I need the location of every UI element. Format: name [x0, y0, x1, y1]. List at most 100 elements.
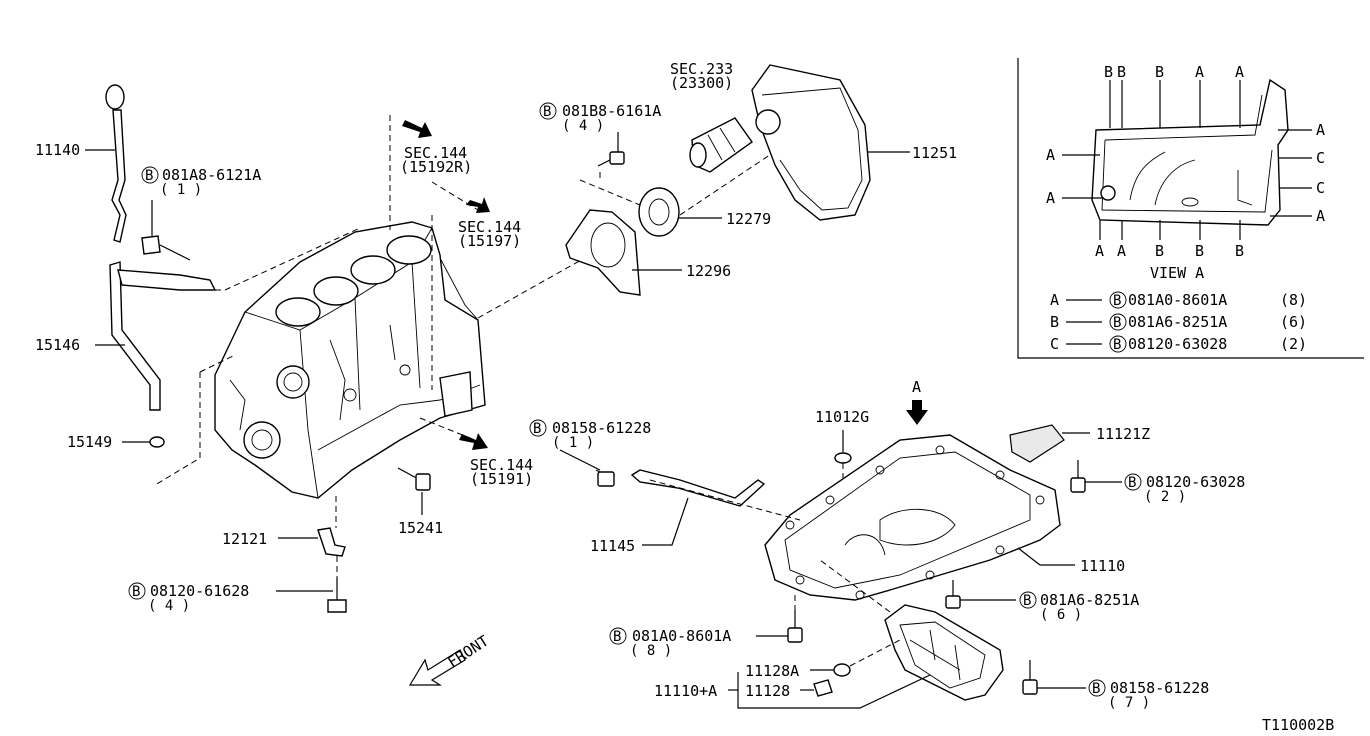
- bolt-08120-63028[interactable]: [1070, 460, 1086, 493]
- oil-gauge-guide-tube[interactable]: [109, 261, 217, 411]
- view-a-top-marker-3: B: [1155, 63, 1164, 81]
- callout-11145[interactable]: 11145: [590, 537, 635, 555]
- svg-text:081A6-8251A: 081A6-8251A: [1128, 313, 1227, 331]
- callout-15146[interactable]: 15146: [35, 336, 80, 354]
- drawing-id: T110002B: [1262, 716, 1334, 734]
- callout-11110a[interactable]: 11110+A: [654, 682, 717, 700]
- bolt-marker-icon: [1019, 591, 1037, 609]
- svg-text:B: B: [1113, 337, 1121, 353]
- bolt-marker-icon: [128, 582, 146, 600]
- callout-11012g[interactable]: 11012G: [815, 408, 869, 426]
- bolt-marker-icon: [529, 419, 547, 437]
- leader-11110: [1017, 547, 1041, 566]
- oil-strainer[interactable]: [1009, 424, 1065, 463]
- svg-text:B: B: [1050, 313, 1059, 331]
- ref-sec144-b: (15197): [458, 232, 521, 250]
- bolt-marker-letter: B: [132, 584, 140, 600]
- bolt-08120-61628[interactable]: [327, 578, 347, 613]
- callout-11110[interactable]: 11110: [1080, 557, 1125, 575]
- bolt-marker-letter: B: [543, 104, 551, 120]
- callout-sec144-c[interactable]: SEC.144: [470, 456, 533, 474]
- bolt-08158-61228-lower[interactable]: [1022, 660, 1038, 695]
- rear-plate[interactable]: [751, 64, 871, 221]
- view-a-right-marker-3: C: [1316, 179, 1325, 197]
- leader-11145: [642, 497, 689, 546]
- callout-12296[interactable]: 12296: [686, 262, 731, 280]
- callout-08158-61228-upper[interactable]: 08158-61228: [552, 419, 651, 437]
- svg-text:(8): (8): [1280, 291, 1307, 309]
- svg-text:A: A: [1050, 291, 1059, 309]
- bolt-08158-61228-upper[interactable]: [595, 469, 615, 487]
- bolt-15241[interactable]: [397, 467, 431, 491]
- washer-11012g[interactable]: [834, 452, 852, 464]
- bolt-081a8-6121a[interactable]: [141, 235, 191, 261]
- oil-gauge-rod-11145[interactable]: [630, 469, 766, 507]
- rear-guide-lines: [477, 127, 811, 319]
- qty-08120-61628: ( 4 ): [148, 598, 190, 614]
- bolt-marker-letter: B: [613, 629, 621, 645]
- bolt-081a0-8601a[interactable]: [787, 610, 803, 643]
- callout-15149[interactable]: 15149: [67, 433, 112, 451]
- sec144-arrow-1: [402, 120, 432, 138]
- leader-08158-upper: [559, 449, 601, 471]
- rear-oil-seal[interactable]: [638, 187, 680, 237]
- callout-08158-61228-lower[interactable]: 08158-61228: [1110, 679, 1209, 697]
- callout-11251[interactable]: 11251: [912, 144, 957, 162]
- cylinder-block[interactable]: [214, 221, 486, 499]
- view-a-top-marker-5: A: [1235, 63, 1244, 81]
- sec144-arrow-2: [466, 197, 490, 213]
- rear-oil-seal-retainer[interactable]: [565, 209, 641, 296]
- view-a-bottom-marker-4: B: [1195, 242, 1204, 260]
- callout-081b8-6161a[interactable]: 081B8-6161A: [562, 102, 661, 120]
- drain-washer-11128a[interactable]: [833, 663, 851, 677]
- callout-12279[interactable]: 12279: [726, 210, 771, 228]
- dash-11145: [649, 479, 801, 521]
- callout-12121[interactable]: 12121: [222, 530, 267, 548]
- bolt-081b8-6161a[interactable]: [597, 151, 625, 167]
- bracket-12121[interactable]: [317, 527, 346, 557]
- callout-sec233[interactable]: SEC.233: [670, 60, 733, 78]
- svg-text:C: C: [1050, 335, 1059, 353]
- callout-081a8-6121a[interactable]: 081A8-6121A: [162, 166, 261, 184]
- view-a-arrow: [906, 400, 928, 425]
- bolt-marker-icon: [609, 627, 627, 645]
- oil-level-gauge[interactable]: [105, 84, 127, 243]
- starter-motor[interactable]: [689, 117, 753, 173]
- view-a-left-marker-1: A: [1046, 146, 1055, 164]
- callout-11128a[interactable]: 11128A: [745, 662, 799, 680]
- view-a-bottom-marker-5: B: [1235, 242, 1244, 260]
- ref-sec144-a: (15192R): [400, 158, 472, 176]
- callout-sec144-a[interactable]: SEC.144: [404, 144, 467, 162]
- bolt-marker-icon: [141, 166, 159, 184]
- view-a-bottom-marker-1: A: [1095, 242, 1104, 260]
- qty-08158-lower: ( 7 ): [1108, 695, 1150, 711]
- callout-08120-61628[interactable]: 08120-61628: [150, 582, 249, 600]
- bolt-marker-icon: [539, 102, 557, 120]
- view-a-inset: [1017, 58, 1364, 359]
- drain-plug-11128[interactable]: [813, 679, 833, 697]
- callout-081a6-8251a[interactable]: 081A6-8251A: [1040, 591, 1139, 609]
- callout-081a0-8601a[interactable]: 081A0-8601A: [632, 627, 731, 645]
- o-ring-15149[interactable]: [149, 436, 165, 448]
- callout-sec144-b[interactable]: SEC.144: [458, 218, 521, 236]
- ref-sec144-c: (15191): [470, 470, 533, 488]
- view-a-arrow-label: A: [912, 378, 921, 396]
- bolt-marker-icon: [1124, 473, 1142, 491]
- qty-081a6: ( 6 ): [1040, 607, 1082, 623]
- view-a-right-marker-2: C: [1316, 149, 1325, 167]
- bolt-081a6-8251a[interactable]: [945, 580, 961, 609]
- callout-11140[interactable]: 11140: [35, 141, 80, 159]
- oil-pan-lower[interactable]: [884, 604, 1004, 701]
- qty-081a8: ( 1 ): [160, 182, 202, 198]
- callout-15241[interactable]: 15241: [398, 519, 443, 537]
- svg-text:(6): (6): [1280, 313, 1307, 331]
- view-a-legend-row-a: A B 081A0-8601A (8): [1050, 291, 1307, 309]
- oil-pan-upper[interactable]: [764, 434, 1061, 601]
- svg-text:081A0-8601A: 081A0-8601A: [1128, 291, 1227, 309]
- view-a-top-marker-4: A: [1195, 63, 1204, 81]
- callout-11121z[interactable]: 11121Z: [1096, 425, 1150, 443]
- callout-11128[interactable]: 11128: [745, 682, 790, 700]
- bolt-marker-letter: B: [145, 168, 153, 184]
- callout-08120-63028[interactable]: 08120-63028: [1146, 473, 1245, 491]
